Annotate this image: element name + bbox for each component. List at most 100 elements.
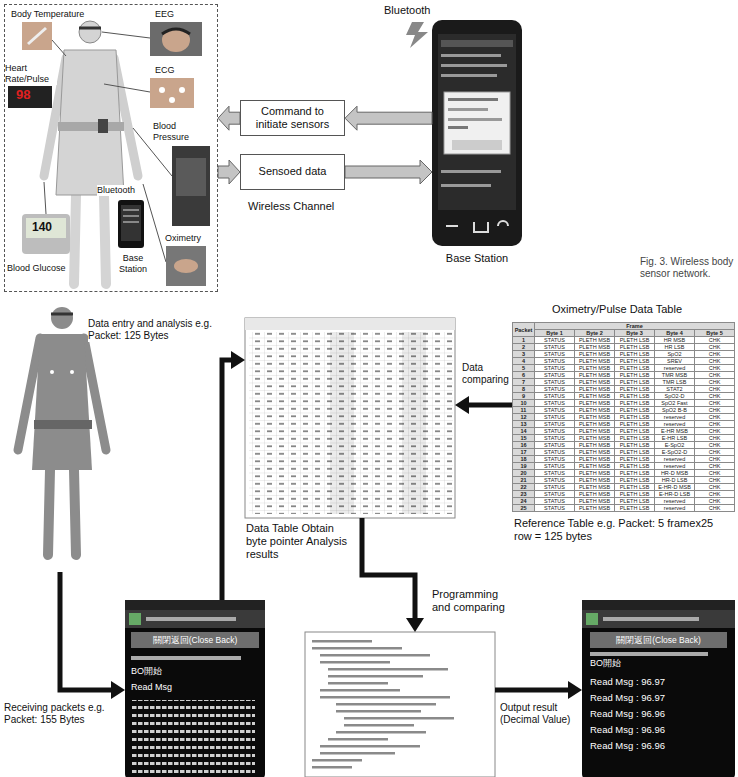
table-cell: reserved xyxy=(655,421,695,428)
connector-line xyxy=(467,403,512,408)
table-cell: STATUS xyxy=(535,407,575,414)
table-cell: PLETH LSB xyxy=(615,442,655,449)
table-cell: PLETH LSB xyxy=(615,449,655,456)
table-cell: CHK xyxy=(695,344,735,351)
table-cell: CHK xyxy=(695,491,735,498)
table-cell: CHK xyxy=(695,449,735,456)
display-reading: 98 xyxy=(16,87,30,103)
table-cell: PLETH LSB xyxy=(615,365,655,372)
table-cell: 9 xyxy=(513,393,535,400)
table-cell: SpO2 B-B xyxy=(655,407,695,414)
screen-text: Read Msg : 96.96 xyxy=(590,740,665,751)
table-cell: STATUS xyxy=(535,400,575,407)
table-cell: PLETH MSB xyxy=(575,463,615,470)
screen-text: Read Msg : 96.97 xyxy=(590,676,665,687)
table-cell: Byte 5 xyxy=(695,330,735,337)
arrow-head xyxy=(231,351,245,369)
data-table-screenshot xyxy=(245,318,455,518)
table-caption: Oximetry/Pulse Data Table xyxy=(552,303,682,316)
table-cell: STATUS xyxy=(535,344,575,351)
table-cell: TMR LSB xyxy=(655,379,695,386)
table-cell: PLETH LSB xyxy=(615,498,655,505)
arrow-head xyxy=(455,396,469,414)
table-cell: CHK xyxy=(695,477,735,484)
screen-text: Read Msg xyxy=(131,682,172,693)
table-cell: 2 xyxy=(513,344,535,351)
table-cell: PLETH LSB xyxy=(615,344,655,351)
sensor-label: ECG xyxy=(155,65,175,76)
table-cell: STATUS xyxy=(535,442,575,449)
arrow-connector xyxy=(222,351,245,600)
table-cell: reserved xyxy=(655,456,695,463)
arrow-head xyxy=(568,681,582,699)
sensor-label: Body Temperature xyxy=(11,9,84,20)
connector-line xyxy=(362,518,415,620)
table-cell: CHK xyxy=(695,435,735,442)
box-label: Sensoed data xyxy=(245,165,340,178)
arrow-connector xyxy=(455,396,512,414)
table-cell: PLETH MSB xyxy=(575,400,615,407)
table-cell: 16 xyxy=(513,442,535,449)
table-cell: PLETH MSB xyxy=(575,505,615,512)
screen-text: BO開始 xyxy=(590,658,621,669)
table-cell: STATUS xyxy=(535,498,575,505)
table-cell: PLETH LSB xyxy=(615,435,655,442)
table-cell: STATUS xyxy=(535,372,575,379)
table-cell: STATUS xyxy=(535,491,575,498)
table-cell: PLETH MSB xyxy=(575,351,615,358)
table-cell: PLETH LSB xyxy=(615,358,655,365)
table-cell: PLETH LSB xyxy=(615,470,655,477)
table-cell: 25 xyxy=(513,505,535,512)
data-table: Data Table Obtain byte pointer Analysis … xyxy=(245,318,455,518)
table-cell: PLETH MSB xyxy=(575,358,615,365)
table-cell: PLETH LSB xyxy=(615,491,655,498)
sensor-photos xyxy=(8,22,210,286)
sensor-label: Bluetooth xyxy=(97,185,135,196)
figure-caption: Fig. 3. Wireless body sensor network. xyxy=(640,256,736,280)
table-cell: E-HR-D MSB xyxy=(655,484,695,491)
receive-arrow xyxy=(60,572,125,699)
block-arrow-connector xyxy=(218,160,240,184)
block-arrow xyxy=(345,160,432,184)
sensor-network-region: Body TemperatureEEGHeart Rate/PulseECGBl… xyxy=(4,4,218,292)
sensor-label: Base Station xyxy=(113,253,153,275)
bluetooth-bolt xyxy=(406,22,428,48)
table-cell: PLETH MSB xyxy=(575,386,615,393)
table-cell: CHK xyxy=(695,414,735,421)
table-cell: STATUS xyxy=(535,463,575,470)
table-caption: Reference Table e.g. Packet: 5 framex25 … xyxy=(514,517,732,543)
table-cell: 11 xyxy=(513,407,535,414)
screen-text: BO開始 xyxy=(131,666,162,677)
table-cell: CHK xyxy=(695,498,735,505)
table-cell: CHK xyxy=(695,379,735,386)
table-cell: PLETH MSB xyxy=(575,337,615,344)
table-cell: STATUS xyxy=(535,484,575,491)
box-label: Command to initiate sensors xyxy=(245,105,340,131)
screen-text: Read Msg : 96.96 xyxy=(590,724,665,735)
table-cell: CHK xyxy=(695,393,735,400)
table-cell: E-SpO2 xyxy=(655,442,695,449)
table-cell: PLETH LSB xyxy=(615,400,655,407)
edge-label: Data comparing xyxy=(462,362,510,386)
table-cell: STATUS xyxy=(535,351,575,358)
table-cell: 15 xyxy=(513,435,535,442)
table-cell: PLETH LSB xyxy=(615,386,655,393)
table-cell: CHK xyxy=(695,463,735,470)
process-box: Command to initiate sensors xyxy=(240,100,345,136)
table-cell: 22 xyxy=(513,484,535,491)
table-cell: reserved xyxy=(655,505,695,512)
table-cell: PLETH MSB xyxy=(575,421,615,428)
annotation: Wireless Channel xyxy=(248,200,334,213)
table-cell: reserved xyxy=(655,414,695,421)
table-cell: STATUS xyxy=(535,365,575,372)
data-table-grid: PacketFrameByte 1Byte 2Byte 3Byte 4Byte … xyxy=(512,322,735,512)
sensor-label: Heart Rate/Pulse xyxy=(5,63,57,85)
table-cell: STATUS xyxy=(535,358,575,365)
code-screen: Programming and comparing xyxy=(305,632,495,777)
code-screenshot xyxy=(305,632,495,777)
table-cell: STATUS xyxy=(535,435,575,442)
block-arrow xyxy=(218,160,240,184)
table-cell: 6 xyxy=(513,372,535,379)
table-cell: PLETH MSB xyxy=(575,393,615,400)
